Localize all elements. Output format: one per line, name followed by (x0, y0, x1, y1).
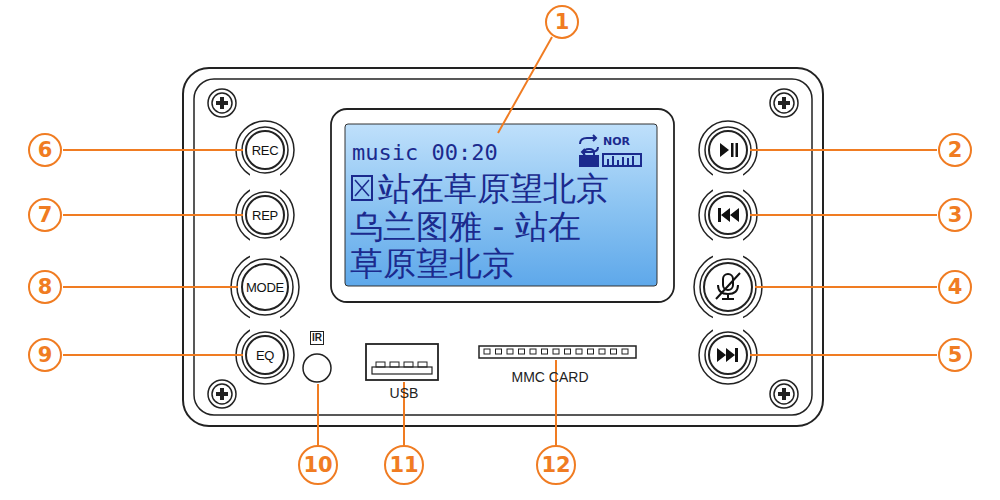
lcd-title: 乌兰图雅 - 站在 (350, 210, 581, 243)
lcd-screen (345, 124, 657, 286)
callout-number: 1 (545, 5, 579, 39)
lcd-display: music 00:20 NOR 站在草原望北京乌兰图雅 - 站在草原望北京 (345, 124, 657, 286)
icon-buttons (704, 131, 752, 374)
lcd-title: 站在草原望北京 (378, 172, 609, 205)
card-slot (479, 346, 636, 358)
callout-number: 9 (28, 338, 62, 372)
rep-button: REP (245, 195, 285, 235)
callout-number: 10 (298, 445, 338, 485)
lcd-status: music 00:20 (352, 142, 498, 164)
button-label: MODE (246, 280, 284, 295)
ir-receiver (303, 354, 331, 382)
button-label: EQ (256, 348, 274, 363)
button-label: REP (252, 208, 278, 223)
housing-inner (194, 79, 812, 415)
callout-number: 11 (384, 445, 424, 485)
callout-number: 8 (28, 270, 62, 304)
usb-port (366, 344, 438, 380)
callout-number: 7 (28, 198, 62, 232)
button-label: REC (252, 143, 279, 158)
screw-holes (208, 89, 798, 408)
lcd-title: 草原望北京 (350, 247, 515, 280)
callout-number: 5 (938, 338, 972, 372)
callout-number: 6 (28, 133, 62, 167)
callout-number: 2 (938, 133, 972, 167)
port-label: USB (390, 385, 419, 401)
callout-number: 12 (536, 445, 576, 485)
housing-outer (183, 68, 823, 426)
callout-number: 4 (938, 270, 972, 304)
mode-button: MODE (241, 263, 289, 311)
lcd-bezel (331, 109, 674, 302)
ir-label: IR (310, 331, 324, 345)
eq-button: EQ (245, 335, 285, 375)
lcd-mode: NOR (603, 136, 630, 147)
port-label: MMC CARD (512, 369, 589, 385)
button-bezels (231, 121, 762, 384)
callout-number: 3 (938, 198, 972, 232)
rec-button: REC (245, 130, 285, 170)
leader-lines (63, 37, 937, 447)
